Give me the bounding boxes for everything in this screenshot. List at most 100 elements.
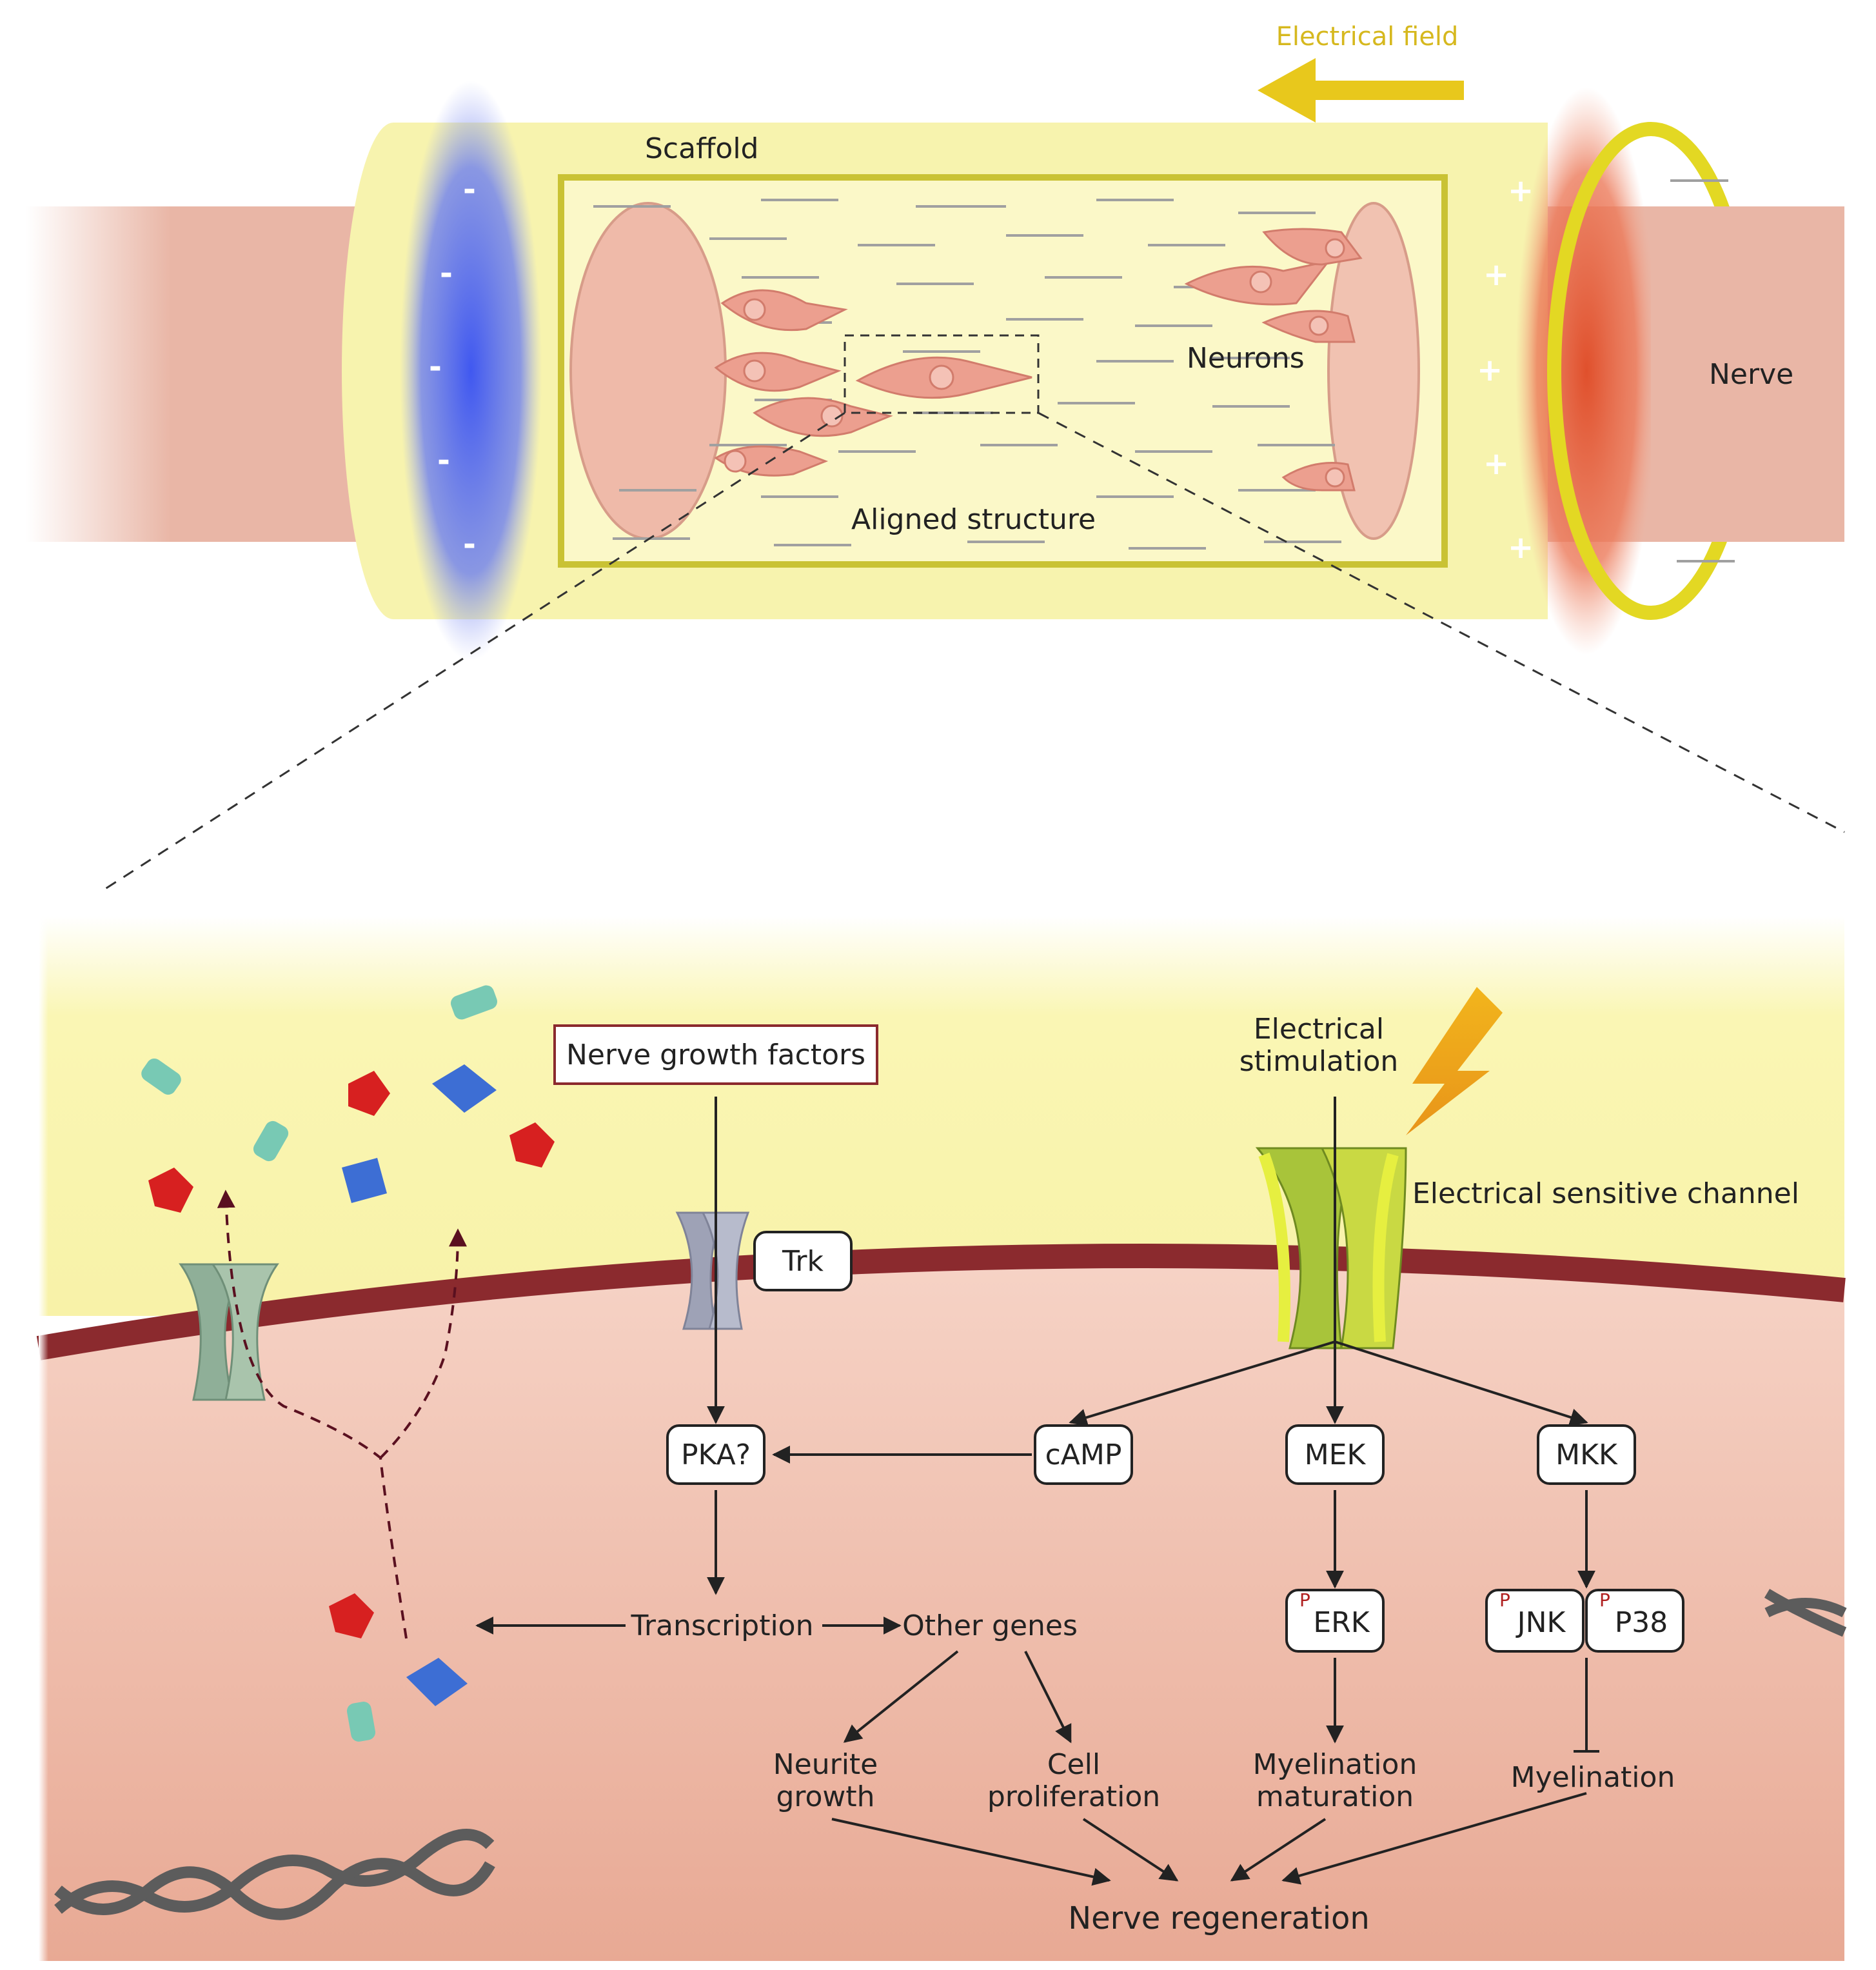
nerve-stump-right bbox=[1327, 202, 1420, 540]
blue-cube bbox=[342, 1158, 387, 1203]
right-fibers bbox=[1670, 179, 1735, 562]
electrical-stimulation-line2: stimulation bbox=[1239, 1045, 1399, 1078]
nerve-regeneration-label: Nerve regeneration bbox=[1068, 1900, 1370, 1936]
ngf-box bbox=[553, 1024, 878, 1085]
teal-cylinder bbox=[141, 1058, 181, 1095]
secretion-channel bbox=[179, 1263, 279, 1401]
ngf-label: Nerve growth factors bbox=[566, 1039, 865, 1071]
mkk-label: MKK bbox=[1555, 1438, 1618, 1471]
pathway-nodes: Nerve growth factors Trk Electrical stim… bbox=[553, 1013, 1799, 1936]
pathway-arrows bbox=[475, 1097, 1599, 1886]
nerve-stump-left bbox=[569, 202, 727, 540]
zoom-guide-left bbox=[103, 412, 845, 891]
red-pentagon bbox=[509, 1122, 555, 1168]
trk-box bbox=[753, 1231, 853, 1291]
trk-label: Trk bbox=[782, 1245, 824, 1278]
lightning-icon bbox=[1406, 987, 1503, 1135]
mek-box bbox=[1285, 1424, 1385, 1485]
electrical-field-label: Electrical field bbox=[1276, 22, 1459, 52]
neuron bbox=[1262, 228, 1363, 266]
minus-sign: - bbox=[437, 443, 450, 479]
neuron bbox=[1261, 310, 1356, 343]
negative-signs: - - - - - bbox=[429, 172, 476, 562]
secretion-paths bbox=[217, 1189, 467, 1639]
neurite-growth-line1: Neurite bbox=[773, 1748, 878, 1781]
electrical-sensitive-channel bbox=[1255, 1147, 1407, 1349]
nerve-right bbox=[1651, 206, 1844, 542]
channel-label: Electrical sensitive channel bbox=[1412, 1177, 1799, 1210]
cytoplasm bbox=[39, 1256, 1844, 1961]
red-pentagon bbox=[329, 1593, 374, 1638]
maturation-to-regeneration-arrow bbox=[1230, 1818, 1327, 1882]
minus-sign: - bbox=[463, 172, 476, 208]
growth-factor-molecules bbox=[141, 985, 555, 1742]
myelination-maturation-line2: maturation bbox=[1256, 1780, 1414, 1813]
neurons-label: Neurons bbox=[1187, 342, 1305, 375]
neurite-to-regeneration-arrow bbox=[831, 1818, 1111, 1886]
zoom-box bbox=[844, 334, 1040, 414]
aligned-fibers bbox=[593, 199, 1341, 550]
left-fade bbox=[39, 916, 232, 1961]
genes-to-neurite-arrow bbox=[843, 1650, 959, 1743]
cell-membrane bbox=[36, 1244, 1846, 1360]
erk-label: ERK bbox=[1313, 1606, 1370, 1639]
nerve-label: Nerve bbox=[1709, 358, 1793, 391]
jnk-label: JNK bbox=[1516, 1606, 1566, 1639]
scaffold-label: Scaffold bbox=[645, 132, 758, 165]
neuron bbox=[1184, 259, 1331, 306]
plus-sign: + bbox=[1508, 530, 1534, 566]
myelination-to-regeneration-arrow bbox=[1281, 1792, 1587, 1885]
camp-label: cAMP bbox=[1045, 1438, 1122, 1471]
positive-signs: + + + + + bbox=[1477, 173, 1534, 566]
stim-to-camp-arrow bbox=[1069, 1340, 1336, 1427]
jnk-phospho: P bbox=[1499, 1589, 1510, 1611]
pka-label: PKA? bbox=[681, 1438, 751, 1471]
negative-electrode bbox=[400, 81, 542, 661]
electrical-stimulation-line1: Electrical bbox=[1254, 1013, 1384, 1046]
scaffold-illustration: - - - - - + + + + + Electrical field Sca… bbox=[26, 22, 1845, 891]
plus-sign: + bbox=[1477, 352, 1503, 388]
neuron bbox=[1281, 462, 1356, 492]
red-pentagon bbox=[348, 1071, 390, 1116]
camp-box bbox=[1034, 1424, 1133, 1485]
dna-helix-right bbox=[1764, 1589, 1847, 1637]
teal-cylinder bbox=[450, 985, 498, 1020]
myelination-maturation-line1: Myelination bbox=[1253, 1748, 1417, 1781]
pka-box bbox=[666, 1424, 765, 1485]
jnk-box bbox=[1485, 1589, 1585, 1653]
stim-to-mkk-arrow bbox=[1334, 1340, 1588, 1426]
dna-helix-left bbox=[54, 1829, 495, 1920]
minus-sign: - bbox=[429, 349, 442, 385]
erk-box bbox=[1285, 1589, 1385, 1653]
mkk-box bbox=[1537, 1424, 1636, 1485]
p38-box bbox=[1585, 1589, 1684, 1653]
erk-phospho: P bbox=[1299, 1589, 1310, 1611]
positive-electrode bbox=[1516, 87, 1657, 655]
cell-panel bbox=[36, 916, 1847, 1961]
aligned-structure-label: Aligned structure bbox=[851, 503, 1096, 536]
minus-sign: - bbox=[463, 526, 476, 562]
zoom-guide-right bbox=[1038, 412, 1845, 833]
cell-proliferation-line1: Cell bbox=[1047, 1748, 1100, 1781]
neuron bbox=[714, 352, 842, 392]
neuron bbox=[753, 397, 893, 437]
p38-phospho: P bbox=[1599, 1589, 1610, 1611]
myelination-label: Myelination bbox=[1511, 1761, 1675, 1794]
teal-cylinder bbox=[253, 1120, 289, 1162]
neurite-growth-line2: growth bbox=[776, 1780, 874, 1813]
neuron bbox=[855, 356, 1032, 399]
teal-cylinder bbox=[346, 1702, 376, 1742]
neuron bbox=[720, 289, 848, 332]
plus-sign: + bbox=[1483, 446, 1509, 482]
mek-label: MEK bbox=[1305, 1438, 1367, 1471]
cell-proliferation-line2: proliferation bbox=[987, 1780, 1160, 1813]
blue-cube bbox=[432, 1064, 497, 1113]
blue-cube bbox=[406, 1658, 468, 1706]
transcription-label: Transcription bbox=[631, 1609, 814, 1642]
electrical-field-arrow bbox=[1258, 58, 1464, 123]
other-genes-label: Other genes bbox=[902, 1609, 1078, 1642]
minus-sign: - bbox=[440, 255, 453, 292]
plus-sign: + bbox=[1508, 173, 1534, 209]
